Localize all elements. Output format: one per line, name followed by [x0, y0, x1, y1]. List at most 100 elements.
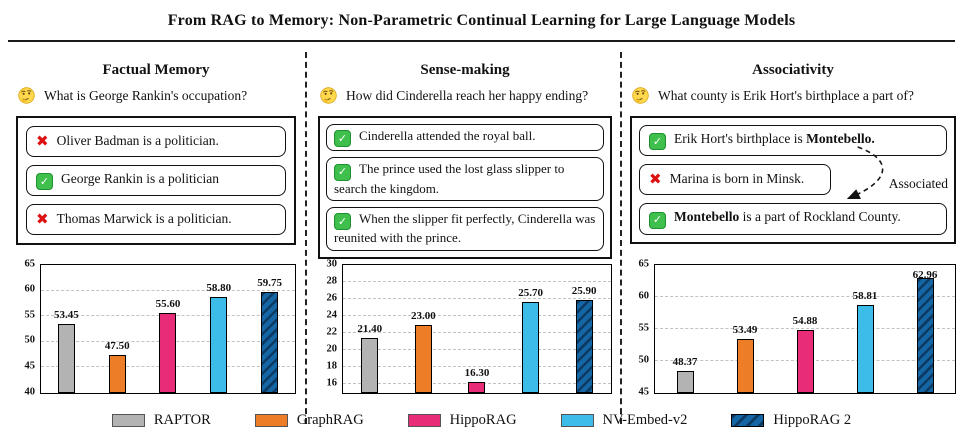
statement-text: Montebello [674, 209, 740, 225]
y-tick-label: 30 [326, 257, 338, 269]
bar-slot-graphrag: 23.00 [404, 265, 442, 393]
statement-box: ✓ Cinderella attended the royal ball. [326, 124, 604, 152]
bar-value-label: 25.90 [571, 284, 597, 297]
statements-box: ✓ Cinderella attended the royal ball. ✓The… [318, 116, 612, 259]
bar-value-label: 47.50 [104, 339, 130, 352]
statement-box: ✖Thomas Marwick is a politician. [26, 204, 286, 235]
bar-value-label: 62.96 [912, 268, 938, 281]
y-tick-label: 55 [638, 321, 650, 333]
statement-box: ✖ Marina is born in Minsk. [639, 164, 832, 196]
bar-nv-embed-v2 [522, 301, 540, 393]
y-tick-label: 26 [326, 291, 338, 303]
statement-text: George Rankin is a politician [61, 170, 219, 186]
statement-text: is a part of Rockland County. [739, 209, 901, 225]
question-text: What county is Erik Hort's birthplace a … [658, 87, 914, 103]
y-tick-label: 18 [326, 360, 338, 372]
y-tick-label: 22 [326, 326, 338, 338]
thinking-emoji-icon [320, 87, 337, 104]
y-tick-label: 65 [24, 257, 36, 269]
gridline [343, 298, 611, 300]
legend-item-hipporag: HippoRAG [407, 412, 517, 429]
column-factual-memory: Factual Memory What is George Rankin's o… [16, 52, 296, 442]
y-tick-label: 24 [326, 308, 338, 320]
bar-slot-hipporag: 16.30 [458, 265, 496, 393]
column-divider-1 [305, 52, 307, 424]
gridline [41, 289, 295, 291]
y-tick-label: 20 [326, 343, 338, 355]
statement-text: Thomas Marwick is a politician. [56, 211, 232, 227]
bar-hipporag-2 [575, 300, 593, 393]
statement-box: ✓When the slipper fit perfectly, Cindere… [326, 207, 604, 251]
bar-hipporag [796, 329, 814, 393]
bar-raptor [676, 371, 694, 393]
legend-label: HippoRAG 2 [773, 412, 852, 428]
bar-slot-raptor: 53.45 [47, 265, 85, 393]
y-tick-label: 60 [24, 283, 36, 295]
bar-hipporag-2 [261, 291, 279, 393]
legend-label: RAPTOR [153, 412, 211, 428]
legend-label: GraphRAG [296, 412, 364, 428]
associated-label: Associated [888, 176, 948, 191]
statement-text: Marina is born in Minsk. [669, 171, 805, 187]
bar-hipporag-2 [916, 278, 934, 393]
column-associativity: Associativity What county is Erik Hort's… [630, 52, 956, 442]
statement-text: Cinderella attended the royal ball. [359, 128, 536, 143]
legend-item-graphrag: GraphRAG [254, 412, 364, 429]
bar-nv-embed-v2 [856, 304, 874, 393]
title-rule [8, 40, 955, 42]
bar-slot-hipporag-2: 62.96 [906, 265, 944, 393]
gridline [655, 296, 955, 297]
column-header: Sense-making [420, 62, 510, 78]
bar-slot-graphrag: 47.50 [98, 265, 136, 393]
y-tick-label: 50 [638, 353, 650, 365]
bar-graphrag [414, 324, 432, 393]
bar-value-label: 48.37 [672, 356, 698, 369]
bars: 53.45 47.50 55.60 58.80 59.75 [41, 265, 295, 393]
legend-swatch [731, 414, 765, 427]
check-icon: ✓ [334, 130, 351, 148]
bar-raptor [361, 338, 379, 393]
gridline [343, 366, 611, 368]
legend-swatch [254, 414, 288, 427]
bar-value-label: 16.30 [464, 366, 490, 379]
statement-text: Montebello. [806, 131, 875, 146]
legend-swatch [407, 414, 441, 427]
bar-value-label: 54.88 [792, 314, 818, 327]
check-icon: ✓ [334, 213, 351, 231]
statement-box: ✓The prince used the lost glass slipper … [326, 157, 604, 201]
question-text: How did Cinderella reach her happy endin… [346, 87, 589, 103]
bar-value-label: 59.75 [257, 276, 282, 289]
statement-text: When the slipper fit perfectly, Cinderel… [334, 211, 596, 246]
bar-hipporag [159, 313, 177, 393]
bar-value-label: 23.00 [411, 309, 436, 322]
gridline [343, 349, 611, 351]
bar-slot-hipporag: 54.88 [786, 265, 824, 393]
figure-title: From RAG to Memory: Non-Parametric Conti… [167, 12, 796, 29]
check-icon: ✓ [649, 211, 666, 229]
statement-box: ✖Oliver Badman is a politician. [26, 126, 286, 157]
bar-slot-raptor: 48.37 [666, 265, 704, 393]
bar-value-label: 58.80 [206, 281, 232, 294]
y-tick-label: 50 [24, 334, 36, 346]
column-sense-making: Sense-making How did Cinderella reach he… [318, 52, 612, 442]
y-tick-label: 45 [638, 385, 650, 397]
bar-slot-hipporag-2: 59.75 [251, 265, 289, 393]
y-tick-label: 60 [638, 289, 650, 301]
bar-value-label: 21.40 [357, 323, 383, 336]
bar-slot-hipporag: 55.60 [149, 265, 187, 393]
bar-hipporag [468, 381, 486, 393]
bar-slot-nv-embed-v2: 58.81 [846, 265, 884, 393]
y-axis-ticks: 45 50 55 60 65 [630, 258, 654, 396]
cross-icon: ✖ [649, 170, 662, 189]
statement-box: ✓George Rankin is a politician [26, 164, 286, 197]
legend-item-nv-embed-v2: NV-Embed-v2 [560, 412, 687, 429]
bar-slot-raptor: 21.40 [351, 265, 389, 393]
legend-label: HippoRAG [449, 412, 517, 428]
y-tick-label: 65 [638, 257, 650, 269]
